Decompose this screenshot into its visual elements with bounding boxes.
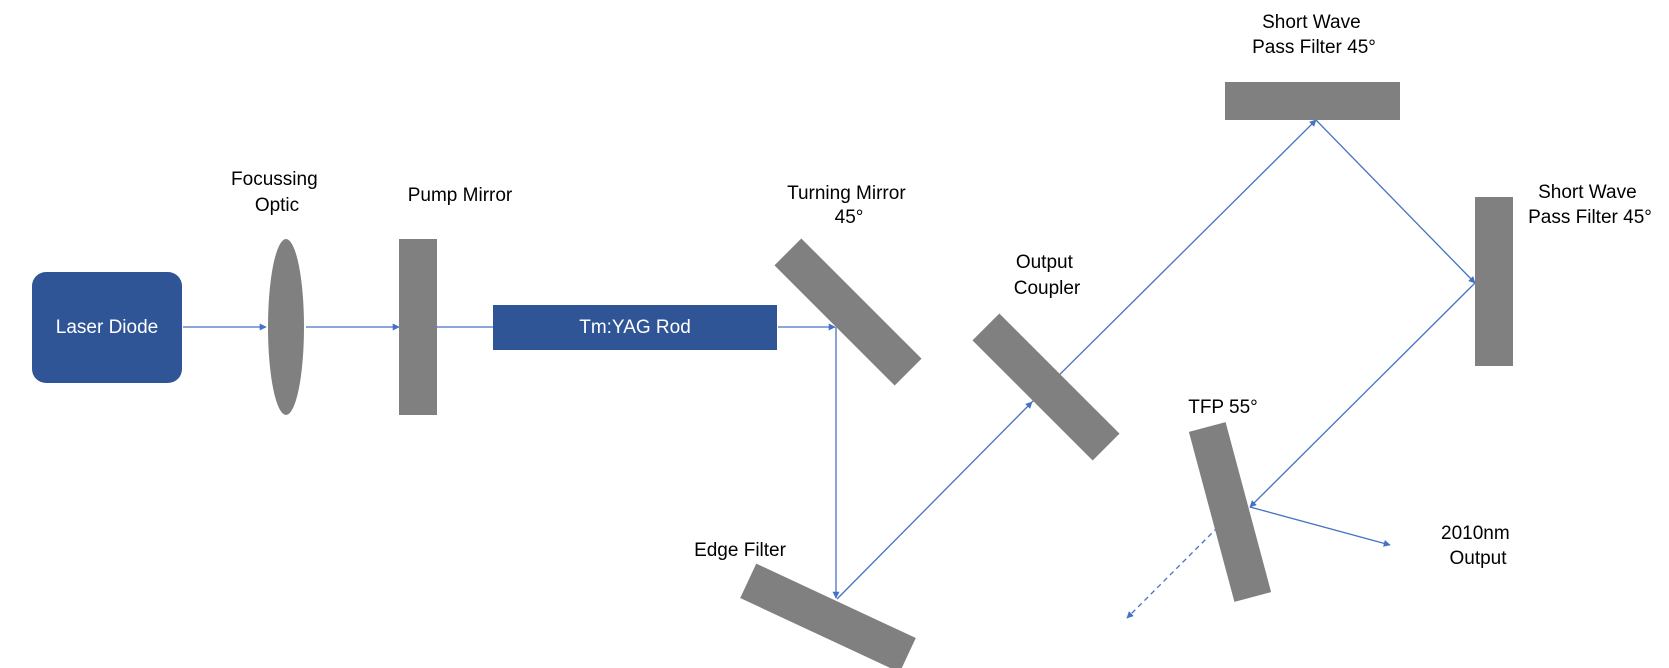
focussing-optic-lens xyxy=(268,239,304,415)
thin-film-polarizer xyxy=(1188,422,1272,602)
turning-mirror-label-line-1: Turning Mirror xyxy=(787,183,906,204)
short-wave-pass-filter-right xyxy=(1475,197,1513,366)
short-wave-pass-filter-right-label: Short Wave Pass Filter 45° xyxy=(1528,182,1652,228)
tfp-label: TFP 55° xyxy=(1188,397,1258,418)
turning-mirror-label: Turning Mirror 45° xyxy=(787,183,911,228)
edge-filter-label: Edge Filter xyxy=(694,540,787,561)
beam-output-coupler-to-swp-top xyxy=(1031,119,1317,403)
short-wave-pass-filter-right-label-line-1: Short Wave xyxy=(1538,182,1637,203)
output-coupler-label: Output Coupler xyxy=(1014,252,1081,299)
short-wave-pass-filter-top-label: Short Wave Pass Filter 45° xyxy=(1252,12,1376,58)
beam-tfp-transmitted-dashed xyxy=(1126,526,1219,619)
pump-mirror xyxy=(399,239,437,415)
short-wave-pass-filter-top xyxy=(1225,82,1400,120)
focussing-optic-label-line-1: Focussing xyxy=(231,169,318,190)
focussing-optic-label: Focussing Optic xyxy=(231,169,323,216)
beam-tfp-to-output xyxy=(1249,506,1391,547)
tm-yag-rod-label: Tm:YAG Rod xyxy=(579,317,691,338)
laser-diode-label: Laser Diode xyxy=(56,317,158,338)
output-coupler xyxy=(972,313,1120,461)
short-wave-pass-filter-top-label-line-1: Short Wave xyxy=(1262,12,1361,33)
short-wave-pass-filter-top-label-line-2: Pass Filter 45° xyxy=(1252,37,1376,58)
output-coupler-label-line-2: Coupler xyxy=(1014,278,1081,299)
output-label: 2010nm Output xyxy=(1441,523,1515,569)
output-label-line-2: Output xyxy=(1449,548,1507,569)
focussing-optic-label-line-2: Optic xyxy=(255,195,299,216)
beam-edge-filter-to-output-coupler xyxy=(836,401,1033,600)
output-coupler-label-line-1: Output xyxy=(1016,252,1074,273)
tm-yag-rod xyxy=(493,305,777,350)
beam-swp-top-to-swp-right xyxy=(1315,119,1476,284)
edge-filter xyxy=(740,563,916,668)
laser-diode-box xyxy=(32,272,182,383)
output-label-line-1: 2010nm xyxy=(1441,523,1510,544)
turning-mirror xyxy=(774,238,922,386)
beam-paths xyxy=(183,119,1476,619)
short-wave-pass-filter-right-label-line-2: Pass Filter 45° xyxy=(1528,207,1652,228)
turning-mirror-label-line-2: 45° xyxy=(835,207,864,228)
beam-swp-right-to-tfp xyxy=(1249,282,1476,508)
pump-mirror-label: Pump Mirror xyxy=(408,185,513,206)
